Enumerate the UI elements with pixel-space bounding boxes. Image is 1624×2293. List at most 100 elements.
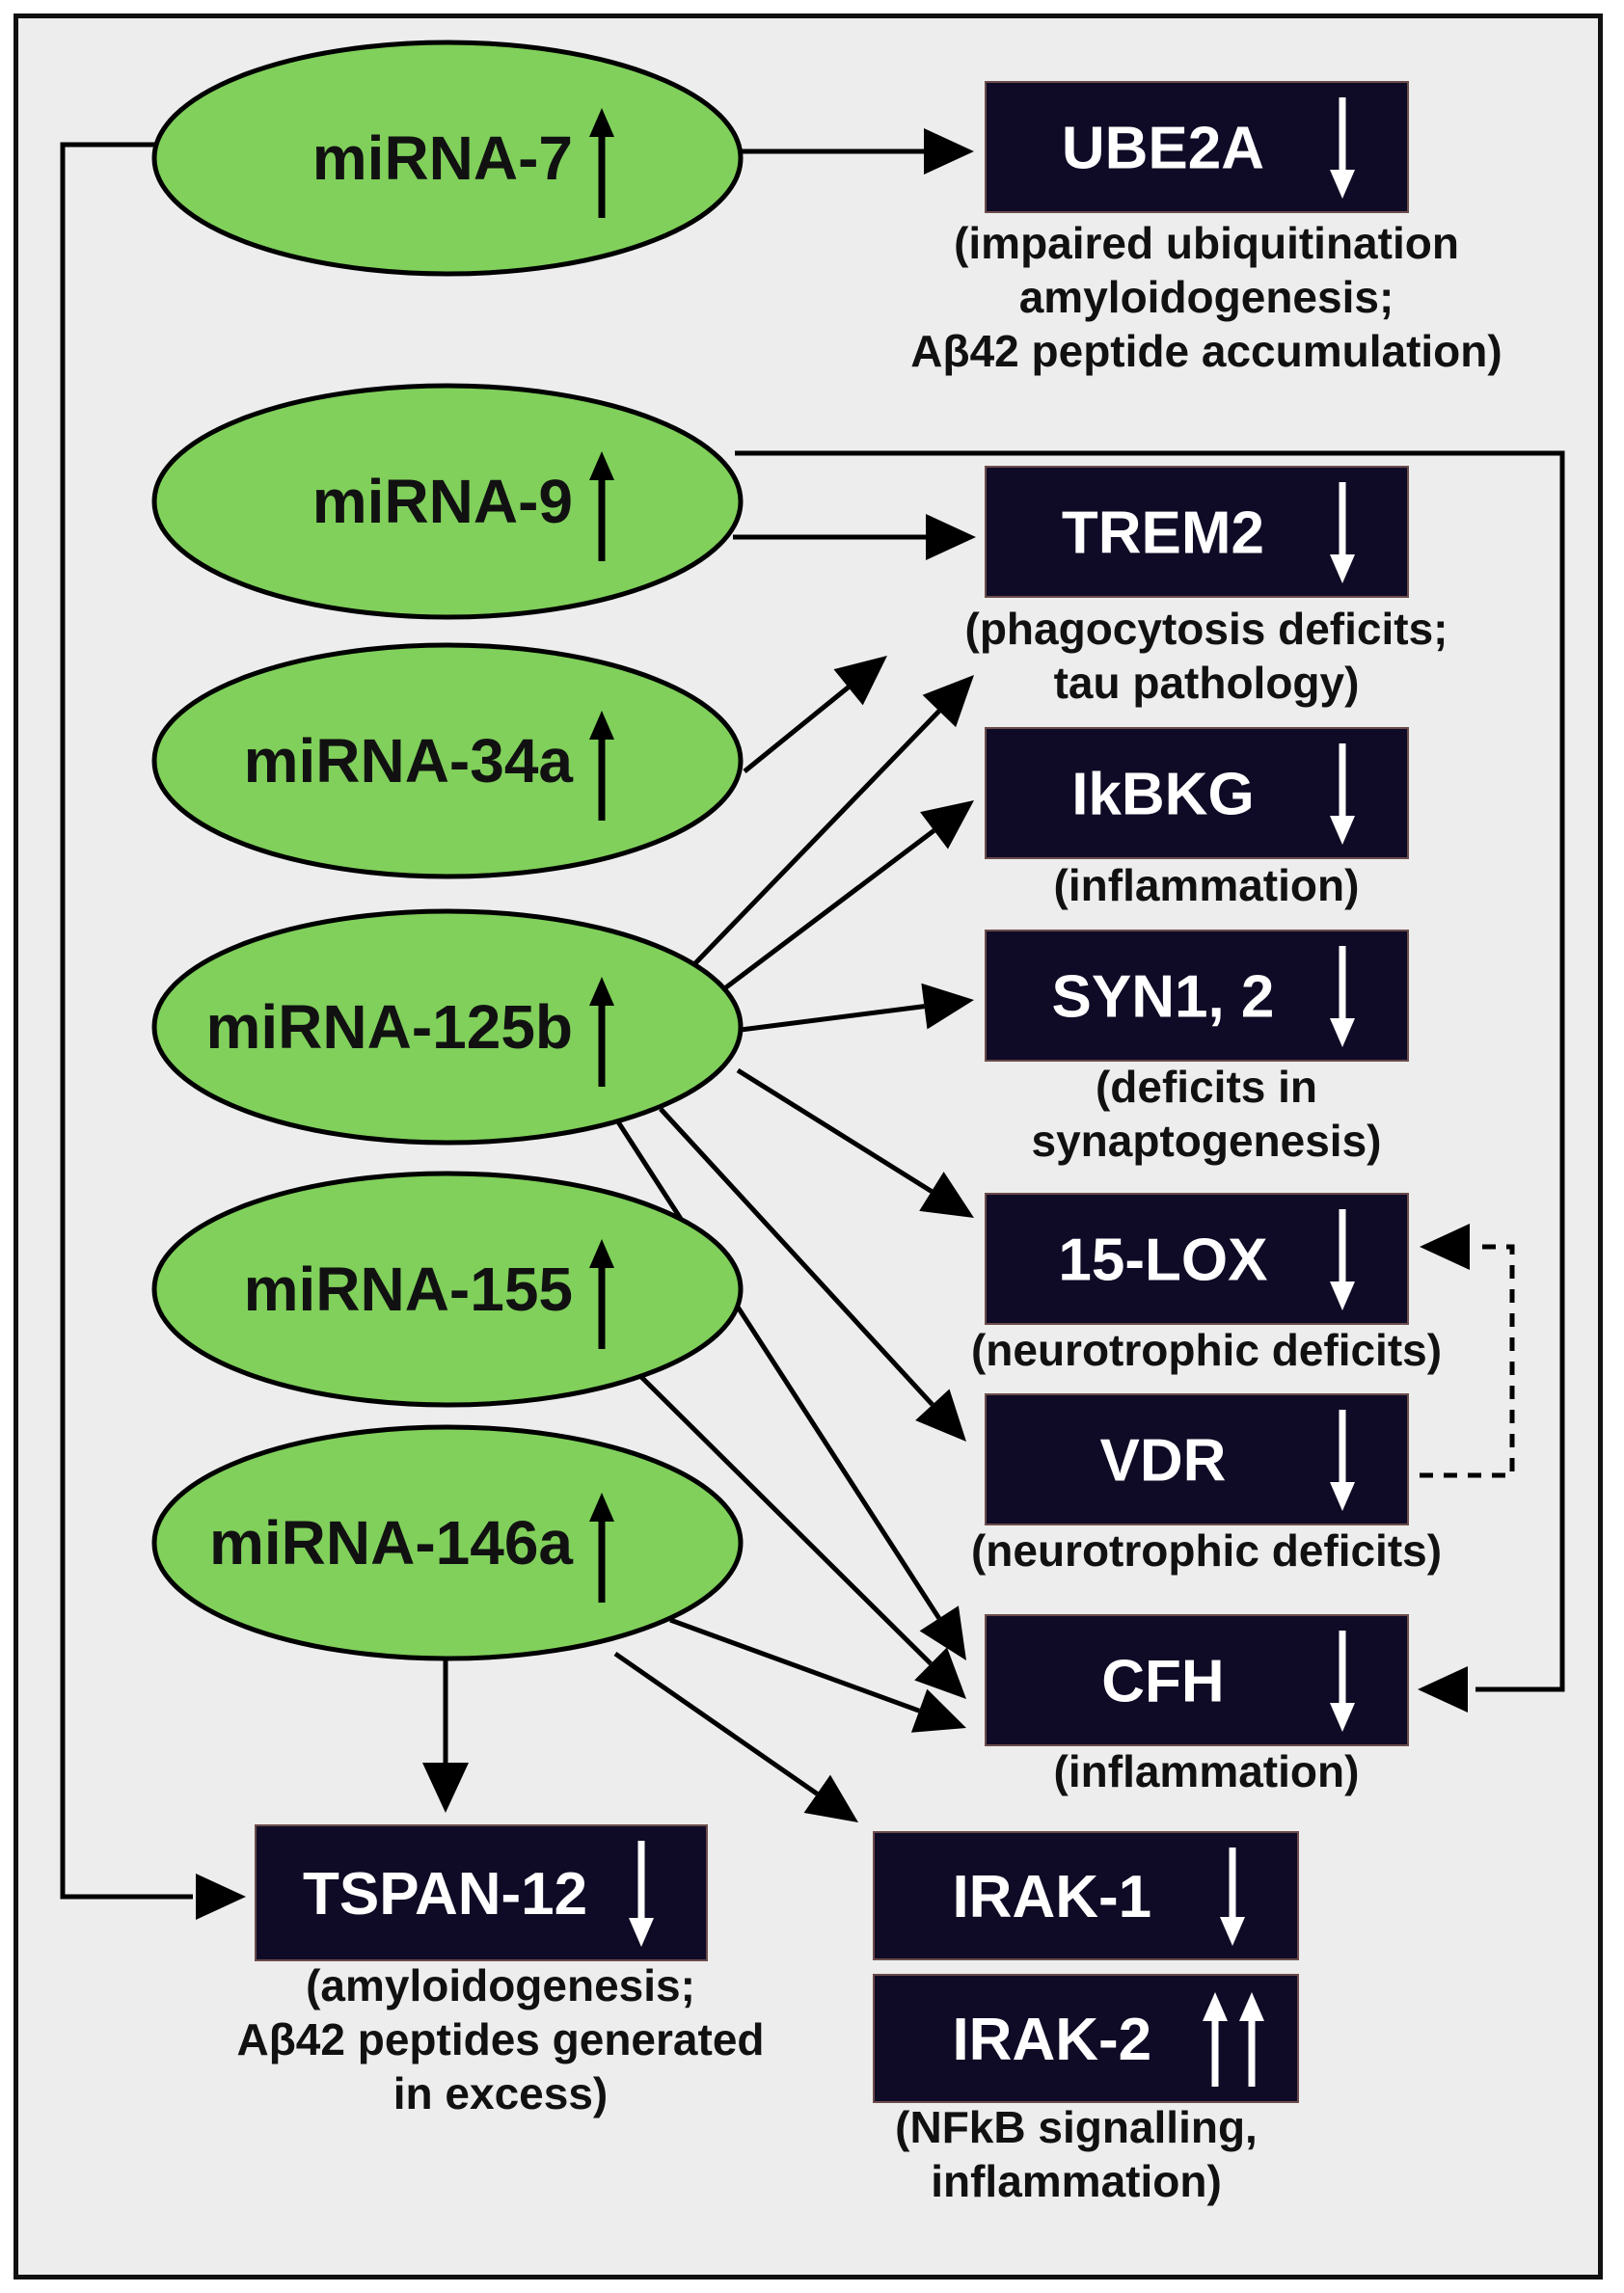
- mirna-node-mirna-7: miRNA-7: [151, 40, 744, 277]
- mirna-label: miRNA-7: [312, 123, 573, 193]
- target-label: 15-LOX: [1058, 1227, 1267, 1294]
- up-arrow-icon: [589, 108, 614, 218]
- edge-mirna-34a-trem2-arrowhead: [833, 656, 887, 706]
- down-arrow-icon: [1220, 1848, 1245, 1946]
- edge-mirna-125b-cfh-line: [614, 1119, 941, 1620]
- mirna-label: miRNA-146a: [209, 1508, 573, 1578]
- nodes-layer: miRNA-7 miRNA-9 miRNA-34a miRNA-125b miRNA-1…: [151, 40, 1502, 2206]
- mirna-label: miRNA-125b: [205, 992, 573, 1062]
- edge-mirna-9-cfh-arrowhead: [1418, 1666, 1468, 1713]
- target-label: TSPAN-12: [303, 1861, 587, 1928]
- mirna-node-mirna-155: miRNA-155: [151, 1171, 744, 1408]
- mirna-ellipse: [151, 1424, 744, 1661]
- target-caption-line: (neurotrophic deficits): [971, 1525, 1442, 1576]
- target-box: [985, 466, 1409, 598]
- edge-mirna-125b-trem2-line: [692, 709, 941, 966]
- target-caption-line: (neurotrophic deficits): [971, 1325, 1442, 1375]
- target-caption-line: synaptogenesis): [1032, 1116, 1382, 1166]
- target-node-tspan12: TSPAN-12 (amyloidogenesis;Aβ42 peptides g…: [236, 1824, 765, 2118]
- mirna-node-mirna-125b: miRNA-125b: [151, 908, 744, 1146]
- target-node-trem2: TREM2 (phagocytosis deficits;tau patholog…: [965, 466, 1448, 708]
- edge-mirna-125b-syn12-line: [740, 1004, 925, 1033]
- edge-mirna-146a-tspan12-arrowhead: [422, 1763, 469, 1813]
- target-label: IkBKG: [1071, 762, 1254, 828]
- target-label: VDR: [1100, 1428, 1227, 1495]
- target-caption-line: inflammation): [931, 2156, 1222, 2206]
- target-caption-line: (NFkB signalling,: [895, 2102, 1258, 2152]
- target-caption-line: (impaired ubiquitination: [954, 218, 1459, 268]
- edge-vdr-15lox-line: [1420, 1244, 1515, 1478]
- edge-mirna-146a-cfh-arrowhead: [910, 1688, 966, 1733]
- edge-mirna-125b-ikbkg-arrowhead: [920, 800, 974, 850]
- up-arrow-icon: [589, 977, 614, 1087]
- edge-mirna-34a-trem2-line: [743, 685, 851, 773]
- edges-layer: [60, 128, 1565, 1920]
- up-arrow-icon: [589, 711, 614, 821]
- target-box: [985, 1614, 1409, 1746]
- target-label: IRAK-2: [952, 2007, 1151, 2073]
- target-caption-line: tau pathology): [1054, 658, 1360, 708]
- target-node-vdr: VDR (neurotrophic deficits): [971, 1393, 1442, 1576]
- target-box: [985, 81, 1409, 213]
- edge-mirna-146a-irak1-arrowhead: [803, 1774, 858, 1822]
- target-box: [255, 1824, 708, 1961]
- up-arrow-icon: [589, 451, 614, 561]
- target-box: [985, 727, 1409, 859]
- target-caption-line: (deficits in: [1096, 1062, 1317, 1112]
- edge-mirna-125b-15lox-line: [736, 1067, 934, 1194]
- target-label: UBE2A: [1062, 116, 1264, 182]
- double-up-arrow-icon: [1239, 1992, 1264, 2087]
- edge-mirna-9-trem2-arrowhead: [926, 514, 976, 560]
- target-label: TREM2: [1062, 500, 1264, 567]
- down-arrow-icon: [1330, 97, 1355, 199]
- target-box: [985, 1393, 1409, 1525]
- target-box: [873, 1831, 1299, 1960]
- target-node-irak2: IRAK-2 (NFkB signalling,inflammation): [873, 1974, 1299, 2206]
- mirna-ellipse: [151, 40, 744, 277]
- target-caption-line: in excess): [393, 2068, 608, 2118]
- edge-mirna-9-cfh-line: [735, 450, 1565, 1692]
- target-caption-line: amyloidogenesis;: [1019, 272, 1394, 322]
- mirna-ellipse: [151, 908, 744, 1146]
- up-arrow-icon: [589, 1493, 614, 1603]
- edge-mirna-7-ube2a-arrowhead: [924, 128, 974, 175]
- mirna-node-mirna-146a: miRNA-146a: [151, 1424, 744, 1661]
- target-label: CFH: [1101, 1649, 1224, 1715]
- mirna-label: miRNA-155: [244, 1254, 573, 1324]
- edge-mirna-125b-syn12-arrowhead: [921, 983, 974, 1030]
- target-caption-line: (phagocytosis deficits;: [965, 604, 1448, 654]
- target-box: [873, 1974, 1299, 2103]
- mirna-label: miRNA-9: [312, 467, 573, 536]
- target-caption-line: Aβ42 peptides generated: [236, 2014, 764, 2064]
- edge-mirna-7-tspan12-line: [60, 142, 193, 1900]
- mirna-node-mirna-9: miRNA-9: [151, 383, 744, 620]
- mirna-ellipse: [151, 383, 744, 620]
- target-box: [985, 1193, 1409, 1325]
- down-arrow-icon: [1330, 1410, 1355, 1511]
- double-up-arrow-icon: [1203, 1992, 1228, 2087]
- edge-mirna-125b-cfh-arrowhead: [919, 1605, 966, 1660]
- target-node-ikbkg: IkBKG (inflammation): [985, 727, 1409, 910]
- edge-mirna-146a-cfh-line: [669, 1617, 921, 1713]
- down-arrow-icon: [1330, 1631, 1355, 1732]
- mirna-label: miRNA-34a: [244, 726, 574, 796]
- down-arrow-icon: [1330, 743, 1355, 845]
- target-caption-line: (amyloidogenesis;: [306, 1960, 695, 2010]
- down-arrow-icon: [1330, 1209, 1355, 1310]
- target-caption-line: Aβ42 peptide accumulation): [910, 326, 1502, 376]
- down-arrow-icon: [629, 1841, 654, 1947]
- mirna-ellipse: [151, 642, 744, 879]
- edge-mirna-125b-ikbkg-line: [717, 828, 936, 995]
- target-node-15lox: 15-LOX (neurotrophic deficits): [971, 1193, 1442, 1375]
- target-node-ube2a: UBE2A (impaired ubiquitinationamyloidogen…: [910, 81, 1502, 376]
- down-arrow-icon: [1330, 482, 1355, 583]
- edge-mirna-125b-trem2-arrowhead: [922, 675, 974, 728]
- edge-mirna-125b-15lox-arrowhead: [919, 1172, 974, 1218]
- target-caption-line: (inflammation): [1054, 860, 1360, 910]
- edge-vdr-15lox-arrowhead: [1420, 1224, 1470, 1270]
- target-node-irak1: IRAK-1: [873, 1831, 1299, 1960]
- edge-mirna-155-cfh-line: [639, 1375, 933, 1666]
- target-caption-line: (inflammation): [1054, 1746, 1360, 1796]
- down-arrow-icon: [1330, 946, 1355, 1047]
